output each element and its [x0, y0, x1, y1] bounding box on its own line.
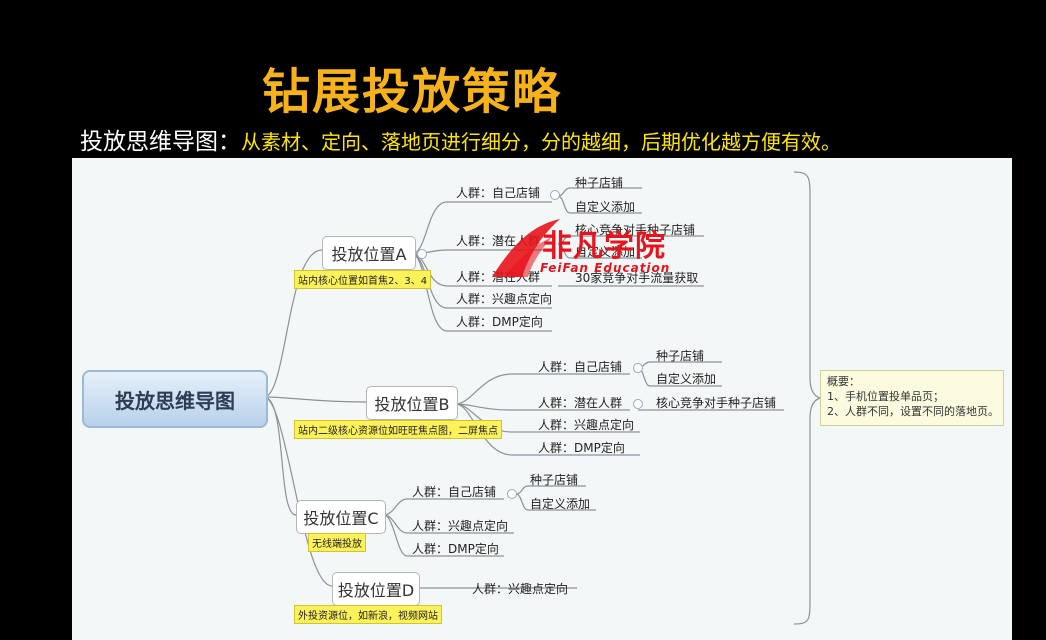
- feifan-logo-icon: [492, 219, 560, 277]
- leaf-c-custom-add[interactable]: 自定义添加: [530, 497, 591, 511]
- branch-c-own-store[interactable]: 人群：自己店铺: [412, 485, 497, 499]
- branch-b-dmp[interactable]: 人群：DMP定向: [538, 441, 625, 455]
- leaf-a-competitor-traffic[interactable]: 30家竞争对手流量获取: [575, 271, 699, 285]
- leaf-a-custom-add[interactable]: 自定义添加: [575, 200, 636, 214]
- watermark-sub: FeiFan Education: [540, 261, 671, 275]
- watermark-name: 非凡学院: [542, 229, 666, 264]
- note-position-d: 外投资源位，如新浪，视频网站: [294, 605, 442, 624]
- branch-c-dmp[interactable]: 人群：DMP定向: [412, 542, 499, 556]
- branch-b-own-store[interactable]: 人群：自己店铺: [538, 360, 623, 374]
- summary-line-2: 2、人群不同，设置不同的落地页。: [827, 405, 999, 418]
- branch-d-interest[interactable]: 人群：兴趣点定向: [472, 582, 569, 596]
- branch-a-interest[interactable]: 人群：兴趣点定向: [456, 292, 553, 306]
- leaf-a-competitor-seed[interactable]: 核心竞争对手种子店铺: [575, 223, 696, 237]
- node-position-c[interactable]: 投放位置C: [296, 500, 386, 534]
- node-position-d[interactable]: 投放位置D: [332, 572, 420, 606]
- branch-a-dmp[interactable]: 人群：DMP定向: [456, 315, 543, 329]
- page-title: 钻展投放策略: [262, 64, 563, 120]
- subtitle-rest: 从素材、定向、落地页进行细分，分的越细，后期优化越方便有效。: [241, 130, 841, 154]
- mindmap-root-node[interactable]: 投放思维导图: [82, 370, 268, 428]
- collapse-toggle-icon[interactable]: [550, 190, 560, 200]
- node-position-b[interactable]: 投放位置B: [366, 386, 458, 420]
- leaf-a-seed-store[interactable]: 种子店铺: [575, 176, 624, 190]
- branch-c-interest[interactable]: 人群：兴趣点定向: [412, 519, 509, 533]
- branch-b-potential[interactable]: 人群：潜在人群: [538, 396, 623, 410]
- node-position-a[interactable]: 投放位置A: [322, 236, 416, 270]
- collapse-toggle-icon[interactable]: [507, 489, 517, 499]
- note-position-b: 站内二级核心资源位如旺旺焦点图，二屏焦点: [294, 420, 502, 439]
- note-position-a: 站内核心位置如首焦2、3、4: [294, 270, 432, 289]
- mindmap-canvas: 投放思维导图 投放位置A 站内核心位置如首焦2、3、4 人群：自己店铺 人群：潜…: [72, 158, 1012, 640]
- branch-a-own-store[interactable]: 人群：自己店铺: [456, 186, 541, 200]
- branch-b-interest[interactable]: 人群：兴趣点定向: [538, 418, 635, 432]
- collapse-toggle-icon[interactable]: [417, 249, 427, 259]
- leaf-b-competitor-seed[interactable]: 核心竞争对手种子店铺: [656, 396, 777, 410]
- leaf-b-custom-add[interactable]: 自定义添加: [656, 372, 717, 386]
- collapse-toggle-icon[interactable]: [633, 363, 643, 373]
- mindmap-connectors: [263, 171, 822, 625]
- leaf-c-seed-store[interactable]: 种子店铺: [530, 473, 579, 487]
- summary-box: 概要： 1、手机位置投单品页； 2、人群不同，设置不同的落地页。: [820, 370, 1004, 426]
- summary-heading: 概要：: [827, 375, 860, 388]
- collapse-toggle-icon[interactable]: [633, 399, 643, 409]
- leaf-b-seed-store[interactable]: 种子店铺: [656, 349, 705, 363]
- summary-line-1: 1、手机位置投单品页；: [827, 390, 944, 403]
- subtitle-lead: 投放思维导图：: [80, 129, 241, 155]
- leaf-a-custom-add-2[interactable]: 自定义添加: [575, 245, 636, 259]
- page-subtitle: 投放思维导图：从素材、定向、落地页进行细分，分的越细，后期优化越方便有效。: [80, 122, 841, 156]
- note-position-c: 无线端投放: [308, 533, 366, 552]
